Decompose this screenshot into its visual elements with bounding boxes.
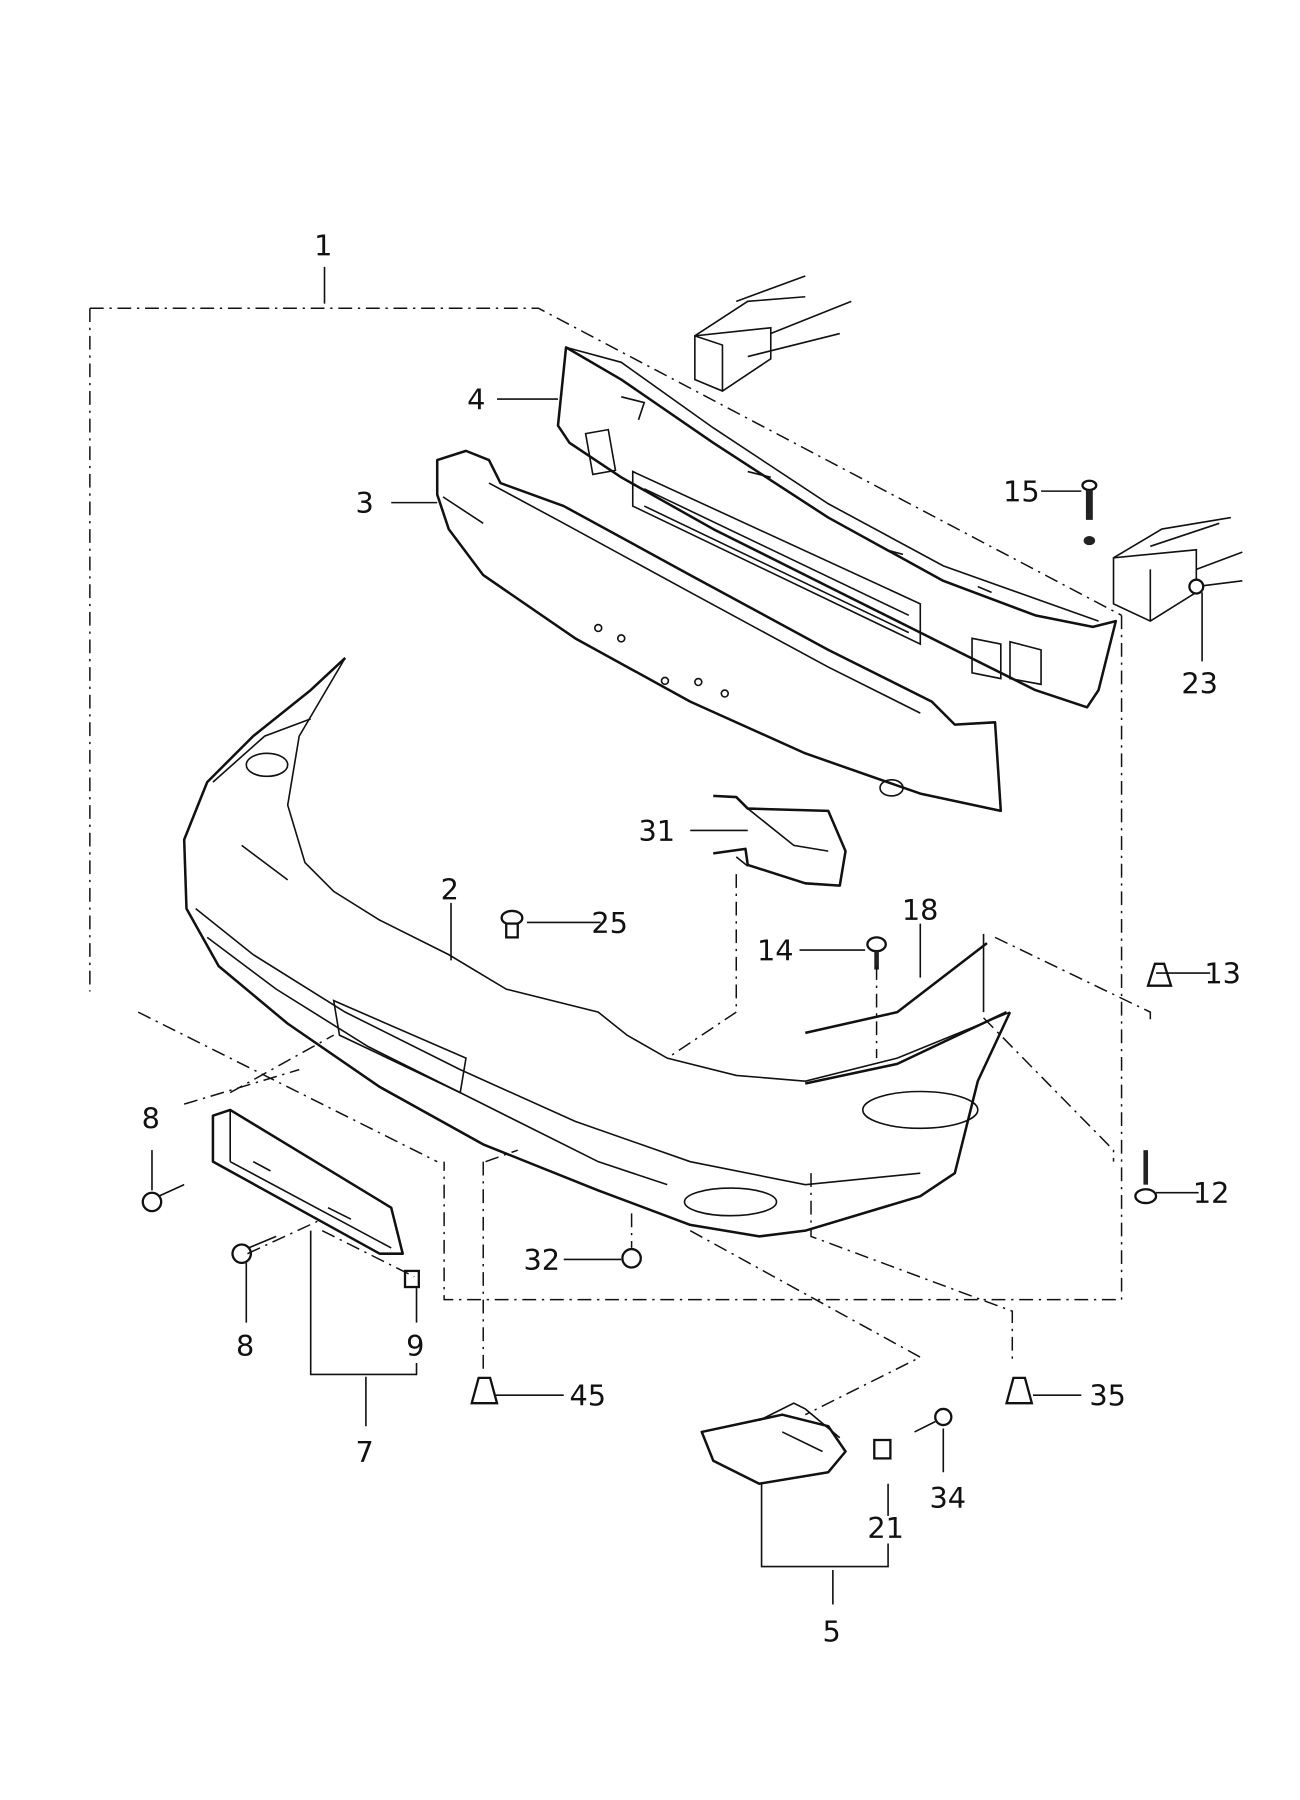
molding-18: [804, 933, 1008, 1085]
callout-45: 45: [569, 1378, 606, 1412]
callout-9: 9: [406, 1329, 424, 1363]
callout-15: 15: [1003, 474, 1040, 508]
bumper-cover-2: [182, 656, 1012, 1238]
clip-25-icon: [500, 909, 524, 939]
callout-4: 4: [467, 382, 485, 416]
license-bracket-7: [211, 1108, 404, 1255]
fog-lamp-5: [700, 1402, 847, 1485]
callout-21: 21: [867, 1511, 904, 1545]
callout-7: 7: [356, 1435, 374, 1469]
clip-13-icon: [1146, 962, 1173, 987]
callout-2: 2: [441, 872, 459, 906]
screw-8b-icon: [231, 1235, 277, 1265]
bracket-31: [713, 794, 847, 887]
clip-35-icon: [1005, 1376, 1034, 1405]
screw-8a-icon: [141, 1183, 185, 1213]
screw-12-icon: [1134, 1150, 1158, 1205]
clip-9-icon: [403, 1269, 420, 1289]
bumper-reinforcement-4: [556, 346, 1118, 709]
callout-1: 1: [314, 228, 332, 262]
callout-3: 3: [356, 486, 374, 520]
bumper-absorber-3: [435, 449, 1003, 813]
callout-8-lower: 8: [236, 1329, 254, 1363]
frame-rail-upper: [694, 275, 852, 392]
callout-13: 13: [1204, 956, 1241, 990]
callout-32: 32: [523, 1243, 560, 1277]
frame-rail-right: [1112, 516, 1243, 623]
nut-23-icon: [1188, 578, 1205, 595]
screw-14-icon: [866, 936, 887, 970]
assembly-1-bracket: [89, 266, 1123, 1301]
callout-35: 35: [1089, 1378, 1126, 1412]
nut-32-icon: [621, 1247, 642, 1269]
callout-34: 34: [929, 1481, 966, 1515]
callout-5: 5: [823, 1614, 841, 1648]
clip-45-icon: [470, 1376, 499, 1405]
callout-12: 12: [1193, 1176, 1230, 1210]
callout-14: 14: [757, 933, 794, 967]
callout-18: 18: [902, 893, 939, 927]
callout-23: 23: [1181, 667, 1218, 701]
screw-34-icon: [914, 1407, 953, 1433]
callout-8-upper: 8: [142, 1101, 160, 1135]
clip-21-icon: [873, 1438, 892, 1460]
callout-25: 25: [591, 906, 628, 940]
leader-lines: [137, 398, 1211, 1605]
bolt-15-icon: [1081, 479, 1098, 546]
callout-31: 31: [638, 814, 675, 848]
